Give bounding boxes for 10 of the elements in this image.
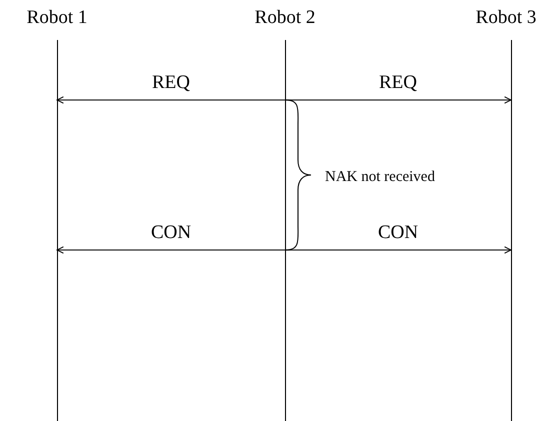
arrow <box>56 96 285 104</box>
arrow <box>56 246 285 254</box>
edge-label: REQ <box>152 72 190 94</box>
edge-label: REQ <box>379 72 417 94</box>
edge-label: CON <box>150 222 192 244</box>
edge-label: CON <box>378 222 418 244</box>
participant-name: Robot 2 <box>254 6 316 30</box>
participant-name: Robot 3 <box>474 6 538 30</box>
participant-name: Robot 1 <box>26 6 88 30</box>
note-text: NAK not received <box>325 168 435 186</box>
